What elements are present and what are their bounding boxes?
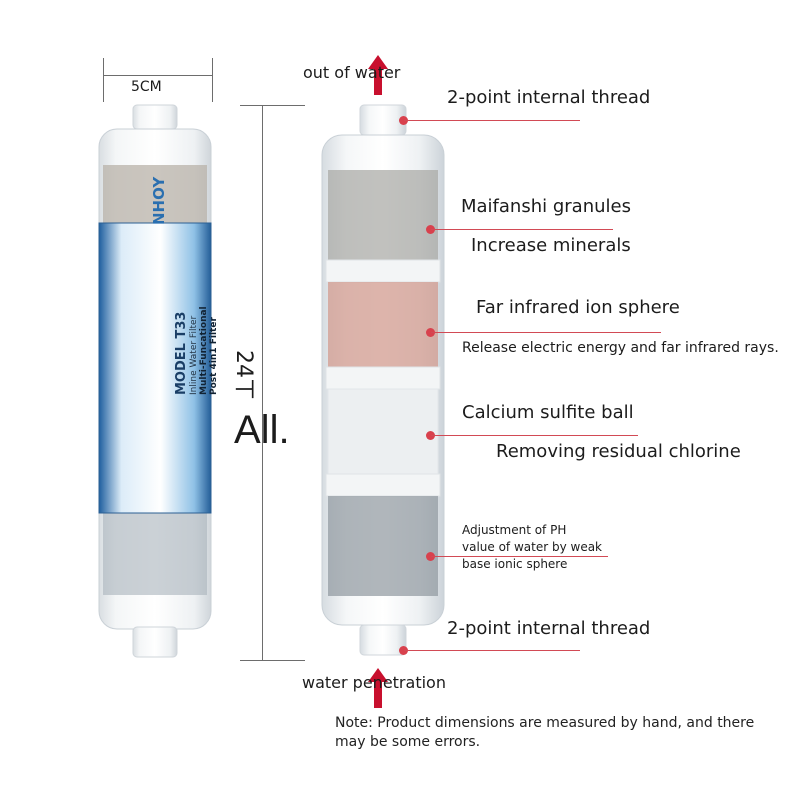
- height-number-text: 24: [231, 350, 256, 378]
- callout-leader-bottom-thread: [404, 650, 580, 651]
- product-label: NHOY MODEL T33 Inline Water Filter Multi…: [150, 125, 219, 395]
- callout-dot-bottom-thread: [399, 646, 408, 655]
- callout-calcium-title: Calcium sulfite ball: [462, 402, 634, 423]
- callout-leader-ph: [431, 556, 608, 557]
- callout-bottom-thread: 2-point internal thread: [447, 618, 651, 639]
- callout-maifanshi-title: Maifanshi granules: [461, 196, 631, 217]
- in-arrow-icon: [368, 668, 388, 708]
- width-dim-line: [103, 75, 213, 76]
- label-line1: Inline Water Filter: [189, 315, 199, 395]
- callout-dot-maifanshi: [426, 225, 435, 234]
- callout-far-infrared-desc: Release electric energy and far infrared…: [462, 340, 779, 356]
- callout-dot-far-infrared: [426, 328, 435, 337]
- height-suffix: All.: [234, 408, 290, 452]
- callout-leader-maifanshi: [431, 229, 613, 230]
- label-brand: NHOY: [150, 176, 168, 225]
- callout-leader-far-infrared: [431, 332, 661, 333]
- callout-dot-top-thread: [399, 116, 408, 125]
- label-model: MODEL T33: [174, 311, 189, 395]
- height-dim-top-tick: [240, 105, 305, 106]
- callout-far-infrared-title: Far infrared ion sphere: [476, 297, 680, 318]
- out-arrow-icon: [368, 55, 388, 95]
- dimension-note: Note: Product dimensions are measured by…: [335, 715, 755, 750]
- label-line3: Post 4in1 Filter: [209, 317, 219, 395]
- water-penetration-label: water penetration: [302, 673, 446, 692]
- callout-maifanshi-desc: Increase minerals: [471, 235, 631, 256]
- callout-leader-top-thread: [404, 120, 580, 121]
- callout-top-thread: 2-point internal thread: [447, 87, 651, 108]
- cutaway-cartridge: [321, 104, 445, 656]
- callout-dot-calcium: [426, 431, 435, 440]
- height-unit-glyph: ㄒ: [231, 378, 256, 401]
- callout-ph-line3: base ionic sphere: [462, 557, 568, 571]
- width-dim-left-tick: [103, 58, 104, 102]
- out-of-water-label: out of water: [303, 63, 401, 82]
- label-line2: Multi-Funcational: [199, 306, 209, 395]
- height-number: 24ㄒ: [230, 350, 262, 400]
- labelled-cartridge: [98, 104, 212, 658]
- callout-calcium-desc: Removing residual chlorine: [496, 441, 741, 462]
- callout-ph-line1: Adjustment of PH: [462, 523, 567, 537]
- callout-ph-line2: value of water by weak: [462, 540, 603, 554]
- height-dim-bottom-tick: [240, 660, 305, 661]
- width-dim-right-tick: [212, 58, 213, 102]
- callout-leader-calcium: [431, 435, 638, 436]
- width-label: 5CM: [131, 79, 162, 95]
- callout-dot-ph: [426, 552, 435, 561]
- height-dim-line: [262, 105, 263, 661]
